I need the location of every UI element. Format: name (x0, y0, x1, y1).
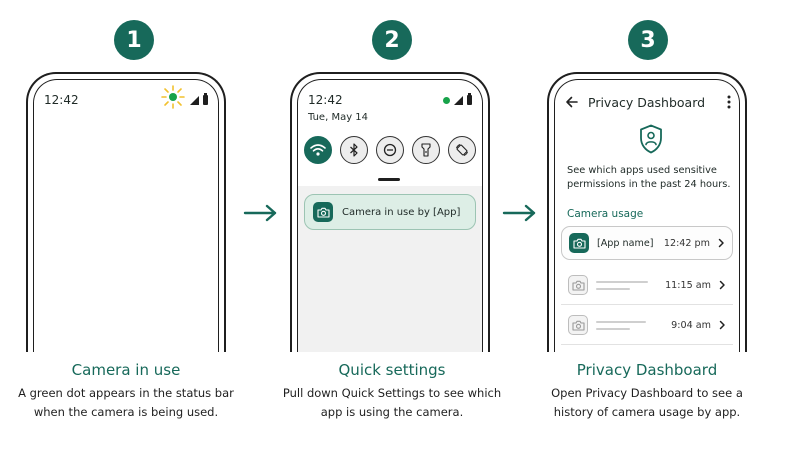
camera-icon (313, 202, 333, 222)
bluetooth-icon (350, 143, 358, 157)
step-2-title: Quick settings (338, 361, 446, 379)
shield-person-icon (640, 124, 662, 154)
row-divider (561, 304, 733, 305)
do-not-disturb-icon (383, 143, 397, 157)
signal-icon (454, 95, 463, 105)
page-title: Privacy Dashboard (588, 94, 706, 110)
redacted-app-name (596, 320, 663, 330)
status-bar: 12:42 (308, 92, 472, 108)
phone-quick-settings: 12:42 Tue, May 14 (290, 72, 490, 352)
camera-in-use-notification[interactable]: Camera in use by [App] (304, 194, 476, 230)
status-time: 12:42 (308, 93, 343, 107)
phone-screen: Privacy Dashboard See which apps used se… (554, 79, 740, 352)
step-number: 3 (640, 27, 656, 53)
signal-icon (190, 95, 199, 105)
step-2-badge: 2 (372, 20, 412, 60)
step-number: 1 (126, 27, 142, 53)
bluetooth-tile[interactable] (340, 136, 368, 164)
quick-settings-date: Tue, May 14 (308, 112, 369, 123)
step-3-description: Open Privacy Dashboard to see a history … (551, 386, 743, 419)
quick-settings-tiles (304, 136, 476, 164)
arrow-right-icon (502, 204, 536, 222)
redacted-app-name (596, 280, 657, 290)
step-1-description: A green dot appears in the status bar wh… (18, 386, 234, 419)
usage-app-name: [App name] (597, 237, 654, 249)
battery-icon (467, 93, 472, 105)
notification-text: Camera in use by [App] (342, 206, 461, 218)
usage-time: 9:04 am (671, 319, 711, 331)
step-2-description: Pull down Quick Settings to see which ap… (282, 386, 502, 419)
chevron-right-icon (719, 280, 725, 290)
flashlight-tile[interactable] (412, 136, 440, 164)
camera-indicator-icon (161, 85, 185, 109)
usage-row[interactable]: [App name] 12:42 pm (561, 226, 733, 260)
phone-privacy-dashboard: Privacy Dashboard See which apps used se… (547, 72, 747, 352)
row-divider (561, 344, 733, 345)
usage-time: 11:15 am (665, 279, 711, 291)
phone-screen: 12:42 (33, 79, 219, 352)
camera-usage-heading: Camera usage (567, 208, 644, 220)
back-arrow-icon[interactable] (565, 96, 578, 108)
phone-screen: 12:42 Tue, May 14 (297, 79, 483, 352)
app-bar: Privacy Dashboard (565, 92, 731, 112)
do-not-disturb-tile[interactable] (376, 136, 404, 164)
quick-settings-drag-handle[interactable] (378, 178, 400, 181)
auto-rotate-icon (456, 144, 468, 156)
dashboard-description: See which apps used sensitive permission… (567, 165, 731, 190)
step-1-badge: 1 (114, 20, 154, 60)
status-bar: 12:42 (44, 85, 208, 109)
arrow-right-icon (243, 204, 277, 222)
auto-rotate-tile[interactable] (448, 136, 476, 164)
battery-icon (203, 93, 208, 105)
chevron-right-icon (718, 238, 724, 248)
chevron-right-icon (719, 320, 725, 330)
step-3-badge: 3 (628, 20, 668, 60)
flashlight-icon (421, 143, 431, 157)
wifi-icon (310, 144, 326, 156)
camera-indicator-icon (443, 96, 450, 104)
step-3-title: Privacy Dashboard (576, 361, 718, 379)
usage-row[interactable]: 11:15 am (561, 268, 733, 302)
camera-icon (568, 275, 588, 295)
step-1-title: Camera in use (71, 361, 181, 379)
more-vert-icon[interactable] (727, 95, 731, 109)
phone-camera-in-use: 12:42 (26, 72, 226, 352)
step-number: 2 (384, 27, 400, 53)
wifi-tile[interactable] (304, 136, 332, 164)
usage-row[interactable]: 9:04 am (561, 308, 733, 342)
status-time: 12:42 (44, 93, 79, 107)
usage-time: 12:42 pm (663, 237, 710, 249)
camera-icon (569, 233, 589, 253)
camera-icon (568, 315, 588, 335)
